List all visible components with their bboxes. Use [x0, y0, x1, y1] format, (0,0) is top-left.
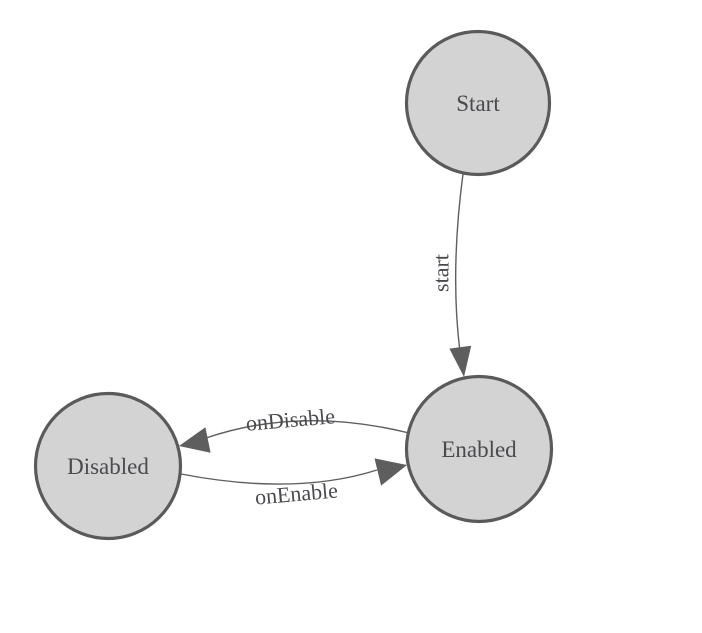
- transition-start-to-enabled: start: [429, 173, 472, 377]
- transition-edge-disabled-to-enabled[interactable]: [180, 469, 378, 485]
- state-node-enabled[interactable]: Enabled: [404, 374, 554, 524]
- state-circle-enabled[interactable]: [404, 374, 554, 524]
- arrowhead-icon: [374, 458, 407, 486]
- transition-edge-start-to-enabled[interactable]: [454, 173, 464, 353]
- transition-label-ondisable: onDisable: [245, 403, 336, 436]
- arrowhead-icon: [449, 345, 472, 377]
- state-label-enabled: Enabled: [441, 437, 517, 462]
- state-circle-disabled[interactable]: [33, 391, 183, 541]
- state-node-disabled[interactable]: Disabled: [33, 391, 183, 541]
- state-circle-start[interactable]: [404, 29, 552, 177]
- state-label-start: Start: [456, 91, 500, 116]
- transition-label-start: start: [429, 254, 454, 292]
- transition-disabled-to-enabled: onEnable: [180, 458, 407, 510]
- state-label-disabled: Disabled: [67, 454, 149, 479]
- transition-edge-enabled-to-disabled[interactable]: [205, 419, 410, 439]
- transition-label-onenable: onEnable: [254, 477, 339, 509]
- state-node-start[interactable]: Start: [404, 29, 552, 177]
- arrowhead-icon: [179, 427, 211, 453]
- transition-enabled-to-disabled: onDisable: [179, 403, 410, 453]
